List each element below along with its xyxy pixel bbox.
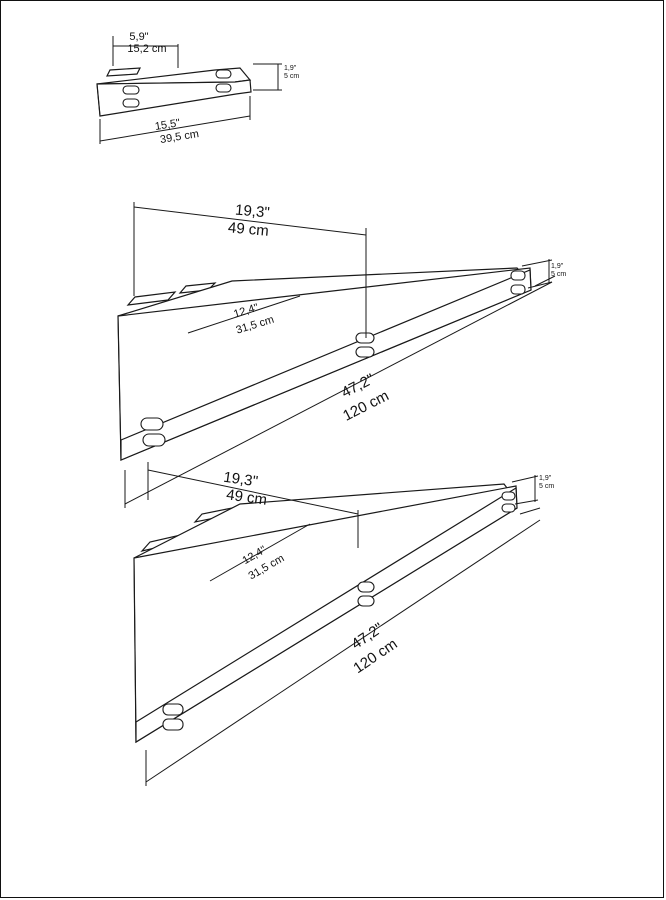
- clip-icon: [122, 98, 140, 108]
- top-height-in-label: 1,9": [551, 263, 564, 270]
- clip-icon: [215, 69, 232, 79]
- bottom-height-in-label: 1,9": [539, 475, 552, 482]
- clip-icon: [162, 703, 184, 716]
- shelf-large-top: [117, 202, 556, 508]
- bottom-height-cm-label: 5 cm: [539, 483, 554, 490]
- bottom-side-cm-label: 49 cm: [225, 486, 268, 509]
- small-height-cm-label: 5 cm: [284, 73, 299, 80]
- clip-icon: [140, 417, 164, 431]
- small-depth-cm-label: 15,2 cm: [127, 43, 166, 55]
- clip-icon: [501, 491, 516, 501]
- clip-icon: [357, 595, 375, 607]
- top-side-in-label: 19,3": [234, 202, 270, 222]
- wall-bracket: [126, 291, 177, 306]
- clip-icon: [510, 284, 526, 295]
- small-depth-in-label: 5,9": [129, 31, 148, 43]
- bottom-side-in-label: 19,3": [222, 469, 259, 491]
- clip-icon: [355, 346, 375, 358]
- top-height-cm-label: 5 cm: [551, 271, 566, 278]
- clip-icon: [122, 85, 140, 95]
- clip-icon: [215, 83, 232, 93]
- clip-icon: [355, 332, 375, 344]
- shelf-large-bottom: [133, 462, 541, 786]
- clip-icon: [142, 433, 166, 447]
- small-height-in-label: 1,9": [284, 65, 297, 72]
- clip-icon: [162, 718, 184, 731]
- clip-icon: [501, 503, 516, 513]
- small-length-in-label: 15,5": [154, 117, 181, 133]
- shelf-small: [96, 36, 282, 144]
- wall-bracket: [105, 67, 142, 77]
- top-side-cm-label: 49 cm: [227, 219, 269, 239]
- clip-icon: [357, 581, 375, 593]
- clip-icon: [510, 270, 526, 281]
